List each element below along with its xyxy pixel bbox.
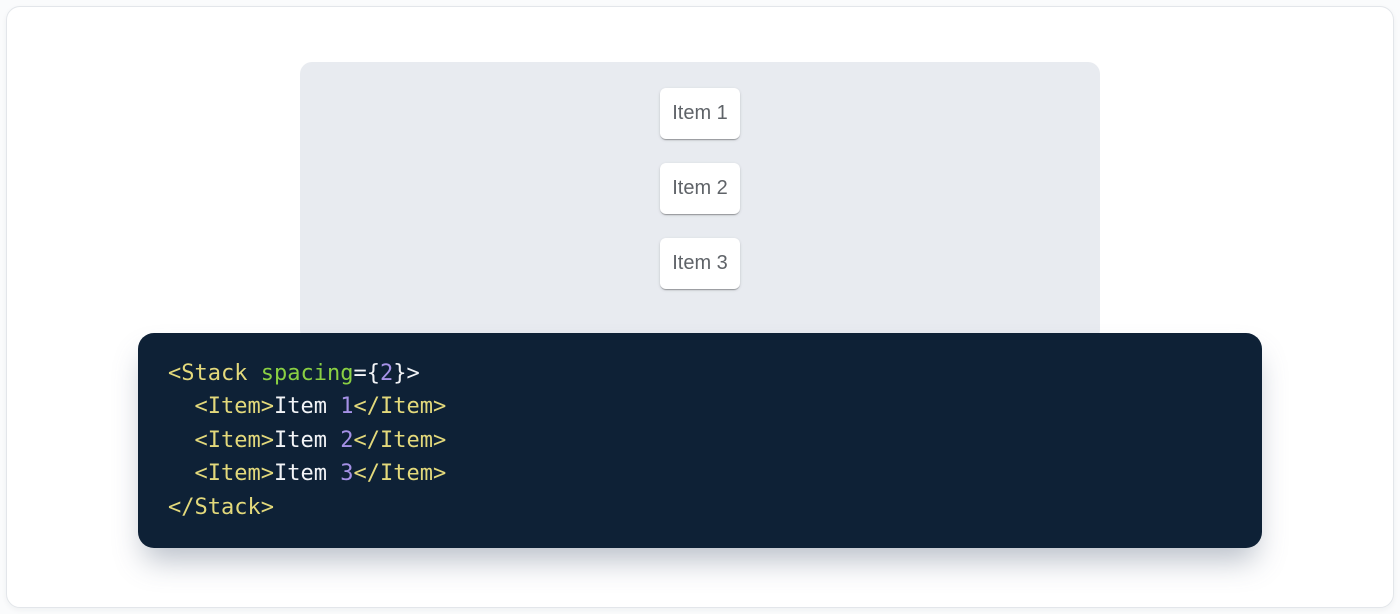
code-line: <Stack spacing={2}> (168, 357, 1232, 390)
code-token-tag: </Item> (353, 394, 446, 419)
code-token-plain (168, 394, 195, 419)
code-token-plain: > (406, 361, 419, 386)
code-token-plain: = (353, 361, 366, 386)
code-token-tag: <Stack (168, 361, 247, 386)
code-token-tag: </Stack> (168, 495, 274, 520)
code-token-tag: <Item> (195, 461, 274, 486)
code-token-tag: <Item> (195, 428, 274, 453)
code-token-plain: Item (274, 394, 340, 419)
code-line: <Item>Item 3</Item> (168, 457, 1232, 490)
code-token-number: 1 (340, 394, 353, 419)
code-line: <Item>Item 2</Item> (168, 424, 1232, 457)
code-token-plain (168, 428, 195, 453)
code-token-tag: </Item> (353, 428, 446, 453)
code-token-plain (168, 461, 195, 486)
code-token-tag: </Item> (353, 461, 446, 486)
code-token-attr: spacing (261, 361, 354, 386)
code-token-number: 2 (380, 361, 393, 386)
code-token-plain: Item (274, 461, 340, 486)
code-snippet: <Stack spacing={2}> <Item>Item 1</Item> … (168, 357, 1232, 524)
code-line: </Stack> (168, 491, 1232, 524)
code-token-plain (247, 361, 260, 386)
demo-preview-panel: Item 1 Item 2 Item 3 (300, 62, 1100, 342)
code-token-number: 2 (340, 428, 353, 453)
code-token-tag: <Item> (195, 394, 274, 419)
code-token-plain: Item (274, 428, 340, 453)
code-token-number: 3 (340, 461, 353, 486)
item-card: Item 1 (660, 88, 740, 139)
item-stack: Item 1 Item 2 Item 3 (300, 62, 1100, 289)
item-card: Item 2 (660, 163, 740, 214)
code-token-plain: { (367, 361, 380, 386)
code-block: <Stack spacing={2}> <Item>Item 1</Item> … (138, 333, 1262, 548)
code-line: <Item>Item 1</Item> (168, 390, 1232, 423)
item-card: Item 3 (660, 238, 740, 289)
code-token-plain: } (393, 361, 406, 386)
